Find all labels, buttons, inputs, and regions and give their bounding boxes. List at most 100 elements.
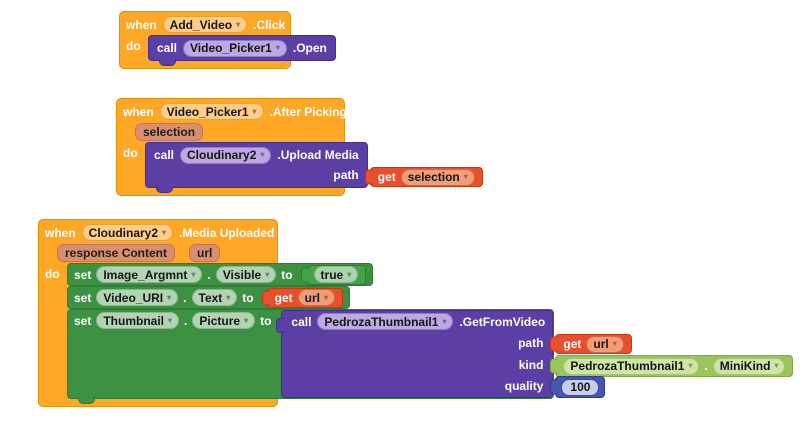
property-dropdown-text[interactable]: Text ▾ <box>191 289 238 306</box>
get-keyword: get <box>274 290 293 305</box>
method-name-label: .Open <box>292 41 327 55</box>
plug-connector <box>276 318 285 333</box>
plug-connector <box>550 336 559 352</box>
number-value-field[interactable]: 100 <box>561 378 600 396</box>
set-keyword: set <box>74 313 92 328</box>
property-dropdown-visible[interactable]: Visible ▾ <box>215 266 277 283</box>
property-dropdown-label: MiniKind <box>719 359 771 373</box>
variable-dropdown-url[interactable]: url ▾ <box>586 335 624 353</box>
component-dropdown-label: Cloudinary2 <box>187 148 257 162</box>
plug-connector <box>364 169 373 185</box>
get-keyword: get <box>563 337 582 351</box>
component-dropdown-thumbnail[interactable]: Thumbnail ▾ <box>96 312 180 329</box>
dropdown-arrow-icon: ▾ <box>774 361 779 370</box>
component-dropdown-label: Image_Argmnt <box>103 267 188 282</box>
event-block-add-video-click[interactable]: when Add_Video ▾ .Click do call Video_Pi… <box>119 11 336 69</box>
dropdown-arrow-icon: ▾ <box>323 292 328 302</box>
dropdown-arrow-icon: ▾ <box>260 150 265 159</box>
component-dropdown-label: Video_URI <box>103 290 164 305</box>
call-block-cloudinary-upload-media[interactable]: call Cloudinary2 ▾ .Upload Media path ge… <box>145 142 483 193</box>
component-dropdown-add-video[interactable]: Add_Video ▾ <box>162 16 248 33</box>
dropdown-arrow-icon: ▾ <box>244 315 249 325</box>
variable-dropdown-label: url <box>593 337 609 351</box>
component-dropdown-cloudinary2[interactable]: Cloudinary2 ▾ <box>81 224 174 241</box>
param-badge-url[interactable]: url <box>189 244 221 262</box>
call-block-pedroza-thumbnail-get-from-video[interactable]: call PedrozaThumbnail1 ▾ .GetFromVideo p… <box>276 310 794 398</box>
method-name-label: .GetFromVideo <box>459 314 546 329</box>
variable-dropdown-label: url <box>304 290 320 305</box>
dropdown-arrow-icon: ▾ <box>442 316 447 326</box>
get-block-url[interactable]: get url ▾ <box>550 334 632 354</box>
param-badge-response-content[interactable]: response Content <box>57 244 176 262</box>
call-keyword: call <box>157 41 178 55</box>
component-dropdown-video-picker1[interactable]: Video_Picker1 ▾ <box>159 103 264 120</box>
logic-dropdown-true[interactable]: true ▾ <box>313 266 359 283</box>
event-header: when Video_Picker1 ▾ .After Picking <box>123 101 347 122</box>
variable-dropdown-url[interactable]: url ▾ <box>297 289 335 306</box>
dot-separator: . <box>183 290 187 305</box>
set-keyword: set <box>74 267 92 282</box>
to-keyword: to <box>242 290 254 305</box>
dropdown-arrow-icon: ▾ <box>688 361 693 370</box>
component-dropdown-label: Add_Video <box>169 17 233 32</box>
component-dropdown-image-argmnt[interactable]: Image_Argmnt ▾ <box>96 266 203 283</box>
component-dropdown-pedroza-thumbnail1[interactable]: PedrozaThumbnail1 ▾ <box>563 357 700 375</box>
event-header: when Cloudinary2 ▾ .Media Uploaded <box>45 222 274 243</box>
event-block-cloudinary-media-uploaded[interactable]: when Cloudinary2 ▾ .Media Uploaded respo… <box>38 219 794 407</box>
to-keyword: to <box>281 267 293 282</box>
when-keyword: when <box>126 17 157 32</box>
get-block-selection[interactable]: get selection ▾ <box>364 167 483 187</box>
set-block-video-uri-text[interactable]: set Video_URI ▾ . Text ▾ to get <box>67 286 350 309</box>
component-dropdown-label: Thumbnail <box>103 313 165 328</box>
component-dropdown-label: PedrozaThumbnail1 <box>324 314 439 329</box>
call-block-video-picker-open[interactable]: call Video_Picker1 ▾ .Open <box>148 35 336 66</box>
property-dropdown-label: Picture <box>199 313 241 328</box>
event-block-video-picker-after-picking[interactable]: when Video_Picker1 ▾ .After Picking sele… <box>116 98 483 196</box>
number-value-label: 100 <box>570 380 591 394</box>
dropdown-arrow-icon: ▾ <box>162 227 167 237</box>
component-dropdown-pedroza-thumbnail1[interactable]: PedrozaThumbnail1 ▾ <box>317 313 454 331</box>
variable-dropdown-selection[interactable]: selection ▾ <box>400 168 475 186</box>
set-keyword: set <box>74 290 92 305</box>
dot-separator: . <box>704 359 708 373</box>
property-dropdown-label: Visible <box>222 267 262 282</box>
property-block-pedroza-minikind[interactable]: PedrozaThumbnail1 ▾ . MiniKind ▾ <box>550 355 794 377</box>
plug-connector <box>300 267 309 282</box>
property-dropdown-label: Text <box>198 290 223 305</box>
component-dropdown-cloudinary2[interactable]: Cloudinary2 ▾ <box>180 146 272 164</box>
event-header: when Add_Video ▾ .Click <box>126 14 285 35</box>
logic-dropdown-label: true <box>320 267 344 282</box>
dropdown-arrow-icon: ▾ <box>226 292 231 302</box>
do-keyword: do <box>126 39 141 53</box>
statement-connector <box>159 59 176 66</box>
set-block-image-argmnt-visible[interactable]: set Image_Argmnt ▾ . Visible ▾ to tru <box>67 263 374 286</box>
dot-separator: . <box>184 313 188 328</box>
property-dropdown-minikind[interactable]: MiniKind ▾ <box>712 357 786 375</box>
call-keyword: call <box>154 148 175 162</box>
statement-connector <box>156 186 173 193</box>
call-keyword: call <box>291 314 312 329</box>
statement-connector <box>78 397 95 404</box>
dot-separator: . <box>207 267 211 282</box>
number-block-100[interactable]: 100 <box>550 376 606 398</box>
dropdown-arrow-icon: ▾ <box>236 19 241 29</box>
dropdown-arrow-icon: ▾ <box>191 269 196 279</box>
get-keyword: get <box>377 170 396 184</box>
param-badge-selection[interactable]: selection <box>135 123 204 141</box>
component-dropdown-video-uri[interactable]: Video_URI ▾ <box>96 289 179 306</box>
component-dropdown-video-picker1[interactable]: Video_Picker1 ▾ <box>183 39 287 57</box>
do-keyword: do <box>45 267 60 281</box>
plug-connector <box>261 290 270 305</box>
dropdown-arrow-icon: ▾ <box>275 43 280 52</box>
variable-dropdown-label: selection <box>407 170 460 184</box>
property-dropdown-picture[interactable]: Picture ▾ <box>192 312 256 329</box>
component-dropdown-label: PedrozaThumbnail1 <box>570 359 685 373</box>
dropdown-arrow-icon: ▾ <box>167 292 172 302</box>
set-block-thumbnail-picture[interactable]: set Thumbnail ▾ . Picture ▾ to <box>67 309 794 404</box>
arg-label-quality: quality <box>504 379 544 394</box>
dropdown-arrow-icon: ▾ <box>612 339 617 348</box>
get-block-url[interactable]: get url ▾ <box>261 287 343 308</box>
component-dropdown-label: Video_Picker1 <box>166 104 249 119</box>
logic-block-true[interactable]: true ▾ <box>300 264 367 285</box>
